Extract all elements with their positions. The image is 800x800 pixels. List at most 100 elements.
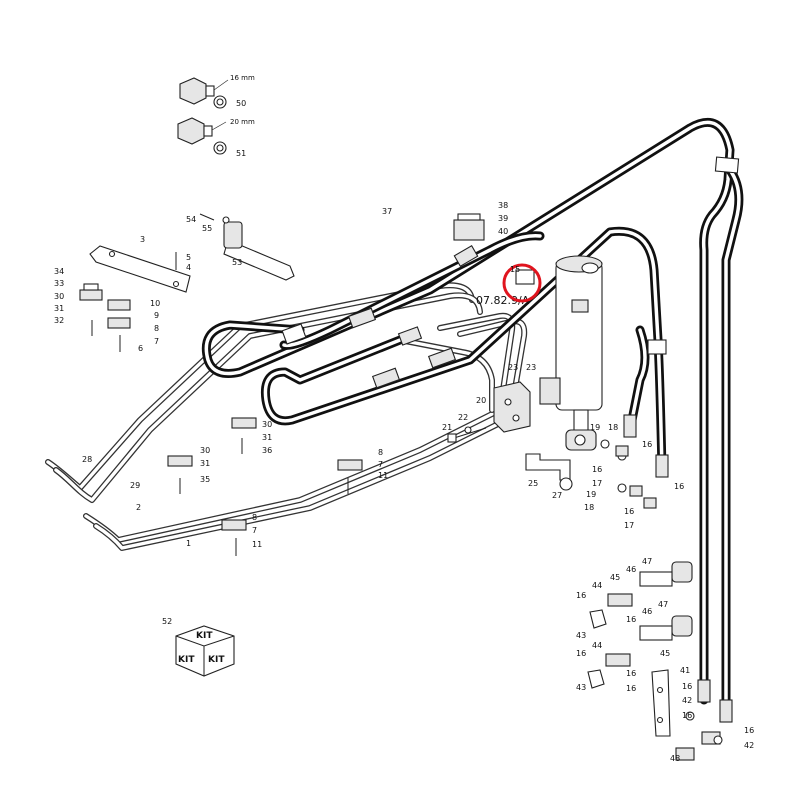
- callout-37: 37: [382, 207, 392, 216]
- callout-53: 53: [232, 258, 242, 267]
- callout-31: 31: [54, 304, 64, 313]
- callout-33: 33: [54, 279, 64, 288]
- callout-47-mid: 47: [658, 600, 668, 609]
- callout-11-mid: 11: [378, 471, 388, 480]
- callout-16-e: 16: [576, 591, 586, 600]
- callout-5: 5: [186, 253, 191, 262]
- callout-42-top: 42: [682, 696, 692, 705]
- callout-50: 50: [236, 99, 246, 108]
- callout-51: 51: [236, 149, 246, 158]
- callout-27: 27: [552, 491, 562, 500]
- callout-54: 54: [186, 215, 196, 224]
- fittings-top: [177, 77, 229, 155]
- callout-31-mid: 31: [262, 433, 272, 442]
- callout-16-b: 16: [592, 465, 602, 474]
- elbow-fitting: [525, 453, 573, 491]
- callout-16-l: 16: [744, 726, 754, 735]
- callout-1: 1: [186, 539, 191, 548]
- callout-34: 34: [54, 267, 64, 276]
- callout-16-h: 16: [626, 669, 636, 678]
- callout-46-mid: 46: [642, 607, 652, 616]
- callout-22: 22: [458, 413, 468, 422]
- callout-30: 30: [54, 292, 64, 301]
- callout-19-top: 19: [590, 423, 600, 432]
- hydraulic-cylinder: [539, 255, 603, 451]
- couplers-right: [587, 561, 723, 761]
- callout-18-low: 18: [584, 503, 594, 512]
- callout-16-a: 16: [642, 440, 652, 449]
- callout-31-low: 31: [200, 459, 210, 468]
- fitting-size-20: 20 mm: [230, 118, 255, 126]
- callout-9: 9: [154, 311, 159, 320]
- callout-45-mid: 45: [660, 649, 670, 658]
- callout-19-low: 19: [586, 490, 596, 499]
- callout-4: 4: [186, 263, 191, 272]
- callout-16-f: 16: [626, 615, 636, 624]
- valve-block: [447, 381, 531, 443]
- callout-6: 6: [138, 344, 143, 353]
- callout-44-mid: 44: [592, 641, 602, 650]
- callout-11-low: 11: [252, 540, 262, 549]
- kit-box: KIT KIT KIT: [175, 625, 235, 677]
- callout-43-low: 43: [576, 683, 586, 692]
- small-fittings: [464, 426, 657, 509]
- callout-39: 39: [498, 214, 508, 223]
- callout-labels: 50 51 37 38 39 40 54 55 3 5 4 53 34 33 3…: [54, 99, 754, 763]
- callout-7-low: 7: [252, 526, 257, 535]
- callout-30-mid: 30: [262, 420, 272, 429]
- kit-box-label-right: KIT: [208, 655, 225, 665]
- callout-18-top: 18: [608, 423, 618, 432]
- callout-35: 35: [200, 475, 210, 484]
- highlight-ring: [502, 263, 542, 303]
- callout-16-g: 16: [576, 649, 586, 658]
- callout-16-c: 16: [674, 482, 684, 491]
- callout-36: 36: [262, 446, 272, 455]
- callout-30-low: 30: [200, 446, 210, 455]
- callout-16-j: 16: [682, 682, 692, 691]
- callout-44-top: 44: [592, 581, 602, 590]
- callout-52: 52: [162, 617, 172, 626]
- callout-16-d: 16: [624, 507, 634, 516]
- callout-43-top: 43: [576, 631, 586, 640]
- callout-7-mid: 7: [378, 460, 383, 469]
- callout-10: 10: [150, 299, 160, 308]
- callout-2: 2: [136, 503, 141, 512]
- callout-21: 21: [442, 423, 452, 432]
- callout-55: 55: [202, 224, 212, 233]
- flexible-hoses: [201, 117, 744, 723]
- reference-label: 07.82.9/A: [476, 263, 542, 307]
- kit-box-label-top: KIT: [196, 631, 213, 641]
- callout-16-i: 16: [626, 684, 636, 693]
- rigid-pipes: [45, 282, 528, 551]
- callout-42-low: 42: [744, 741, 754, 750]
- callout-17-top: 17: [592, 479, 602, 488]
- callout-41: 41: [680, 666, 690, 675]
- callout-23-left: 23: [508, 363, 518, 372]
- callout-48: 48: [670, 754, 680, 763]
- callout-7-top: 7: [154, 337, 159, 346]
- callout-15: 15: [510, 265, 520, 274]
- brackets: [79, 213, 485, 556]
- callout-45-top: 45: [610, 573, 620, 582]
- callout-46-top: 46: [626, 565, 636, 574]
- kit-box-label-left: KIT: [178, 655, 195, 665]
- fitting-size-16: 16 mm: [230, 74, 255, 82]
- callout-28: 28: [82, 455, 92, 464]
- callout-17-low: 17: [624, 521, 634, 530]
- callout-8-mid: 8: [378, 448, 383, 457]
- callout-25: 25: [528, 479, 538, 488]
- callout-29: 29: [130, 481, 140, 490]
- callout-23-right: 23: [526, 363, 536, 372]
- callout-32: 32: [54, 316, 64, 325]
- pin-assembly: [199, 213, 295, 281]
- callout-47-top: 47: [642, 557, 652, 566]
- callout-16-k: 16: [682, 711, 692, 720]
- callout-8-top: 8: [154, 324, 159, 333]
- callout-20: 20: [476, 396, 486, 405]
- reference-code: 07.82.9/A: [476, 294, 530, 307]
- callout-40: 40: [498, 227, 508, 236]
- callout-3: 3: [140, 235, 145, 244]
- callout-38: 38: [498, 201, 508, 210]
- callout-8-low: 8: [252, 513, 257, 522]
